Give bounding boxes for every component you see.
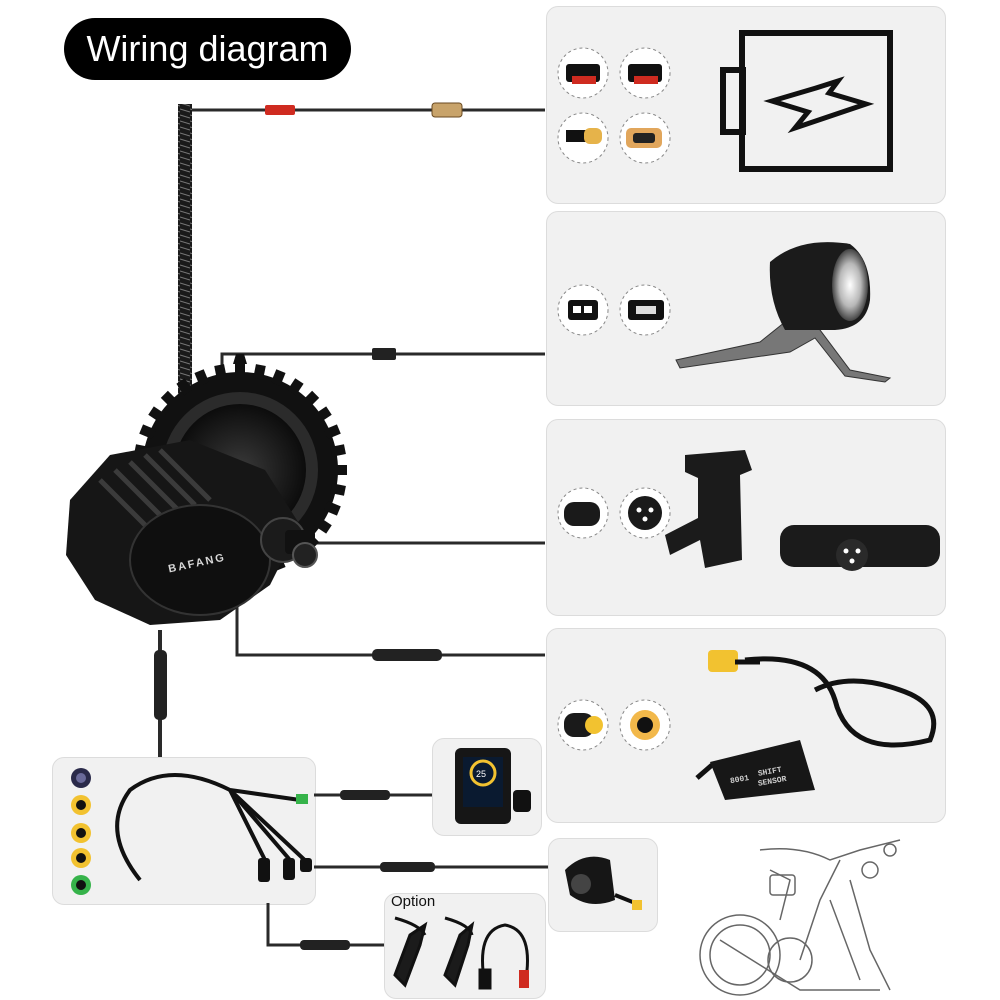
diagram-title: Wiring diagram <box>64 18 351 80</box>
throttle-device <box>565 856 642 910</box>
diagram-title-text: Wiring diagram <box>86 28 329 69</box>
chainring-tooth <box>330 483 346 496</box>
bike-overview-sketch <box>699 839 901 996</box>
speed-sensor-connectors <box>557 487 671 539</box>
cooling-fins <box>98 448 212 532</box>
chainring-tooth <box>270 369 286 386</box>
chainring-tooth <box>139 424 156 440</box>
option-label: Option <box>391 893 436 910</box>
shift-sensor-label-1: SHIFT <box>757 766 782 779</box>
brake-inline-connector <box>300 940 350 950</box>
shift-sensor-cable <box>235 598 545 657</box>
chainring-tooth <box>330 444 346 457</box>
chainring-tooth <box>333 465 347 475</box>
headlight-connectors <box>557 284 671 336</box>
chainring-tooth <box>176 378 193 396</box>
motor: BAFANG <box>66 354 347 625</box>
svg-text:8001: 8001 <box>729 774 750 786</box>
speed-sensor-device <box>665 450 940 571</box>
harness-connector-dots <box>71 768 91 895</box>
headlight-lamp <box>675 242 892 383</box>
chainring-tooth <box>314 517 332 534</box>
chainring-tooth <box>148 406 166 423</box>
chainring-tooth <box>253 364 266 380</box>
svg-text:SHIFT: SHIFT <box>757 766 782 779</box>
motor-cover <box>129 504 271 616</box>
chainring-tooth <box>324 424 341 440</box>
chainring-tooth <box>194 369 210 386</box>
speed-sensor-panel <box>546 419 946 616</box>
spiral-wrap <box>178 104 192 394</box>
harness-cable <box>115 773 312 882</box>
chainring-tooth <box>287 378 304 396</box>
throttle-inline-connector <box>380 862 435 872</box>
battery-red-connector <box>265 105 295 115</box>
chainring-tooth <box>314 406 332 423</box>
headlight-panel <box>546 211 946 406</box>
battery-xt-connector <box>431 102 463 118</box>
chainring-tooth <box>214 364 227 380</box>
shift-sensor-connectors <box>557 699 671 751</box>
chainring-tooth <box>235 363 245 377</box>
battery-connectors <box>557 47 671 164</box>
shift-inline-connector <box>372 649 442 661</box>
chainring-tooth <box>160 390 178 408</box>
main-inline-connector <box>154 650 167 720</box>
display-inline-connector <box>340 790 390 800</box>
chainring-tooth <box>302 390 320 408</box>
shift-sensor-code: 8001 <box>729 774 750 786</box>
brake-levers <box>393 916 529 990</box>
headlight-inline-connector <box>372 348 396 360</box>
chainring-tooth <box>324 500 341 516</box>
brake-cable <box>266 903 384 947</box>
display-speed: 25 <box>476 769 486 779</box>
battery-icon <box>720 30 893 172</box>
shift-sensor-device: 8001 SHIFT SENSOR <box>695 650 937 800</box>
display-device: 25 <box>455 748 531 824</box>
